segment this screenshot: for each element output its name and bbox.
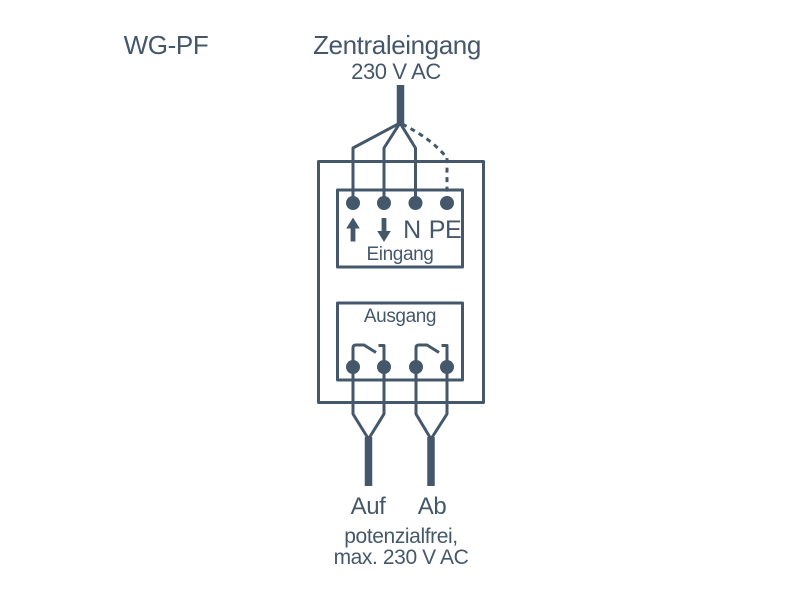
device-outline-box — [317, 160, 485, 404]
terminal-dot-phase-down — [377, 196, 391, 210]
arrow-down-icon — [377, 218, 391, 242]
terminal-label-pe: PE — [428, 216, 462, 244]
central-input-voltage: 230 V AC — [351, 59, 441, 84]
terminal-dot-phase-up — [346, 196, 360, 210]
terminal-dot-pe — [440, 196, 454, 210]
relay-contact-ab-blade — [414, 343, 440, 361]
central-input-title: Zentraleingang — [313, 30, 481, 60]
relay-contact-auf-fixed — [378, 344, 386, 361]
input-terminal-block — [336, 188, 464, 269]
neutral-wire — [398, 122, 417, 203]
output-terminal-block — [336, 301, 464, 382]
output-wire-ab-right — [429, 367, 449, 440]
arrow-up-icon — [346, 217, 360, 242]
output-block-title: Ausgang — [363, 306, 437, 327]
phase-up-wire — [351, 121, 401, 203]
relay-contact-ab-fixed — [441, 344, 449, 361]
phase-down-wire — [382, 122, 402, 203]
output-wire-ab-left — [414, 367, 433, 440]
terminal-label-neutral: N — [403, 216, 421, 244]
device-name-label: WG-PF — [123, 30, 209, 60]
output-note-line2: max. 230 V AC — [333, 546, 469, 569]
input-block-title: Eingang — [366, 244, 434, 265]
relay-contact-auf-blade — [351, 343, 377, 361]
output-label-auf: Auf — [350, 493, 386, 520]
output-wire-auf-left — [351, 367, 370, 440]
terminal-dot-neutral — [408, 196, 423, 210]
output-label-ab: Ab — [417, 493, 447, 520]
output-wire-auf-right — [367, 367, 386, 440]
output-note-line1: potenzialfrei, — [344, 525, 458, 548]
